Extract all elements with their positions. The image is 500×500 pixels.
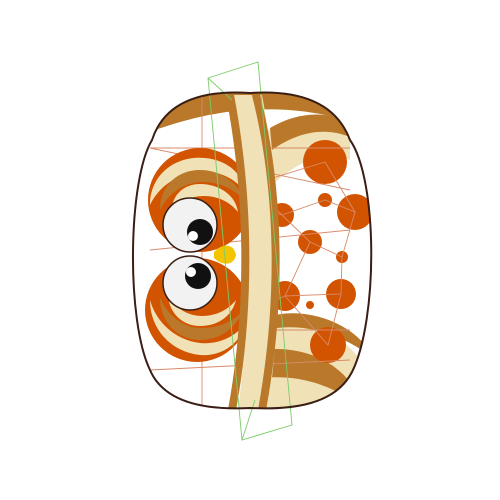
top-eye — [148, 148, 252, 253]
top-eye-cream-crescent — [150, 157, 248, 205]
top-eye-inner-arc — [172, 184, 238, 212]
bead-outline — [132, 91, 373, 410]
top-right-brown-stripe — [270, 114, 356, 150]
bead-pattern — [140, 92, 372, 409]
bottom-eye-cream-crescent — [150, 300, 248, 356]
bottom-eye — [145, 255, 249, 362]
bottom-eye-brown-crescent — [160, 298, 242, 340]
top-eye-highlight — [188, 231, 198, 241]
bottom-inner-stripe — [265, 313, 365, 352]
bottom-eye-inner-arc — [168, 296, 236, 326]
center-stripe-left — [226, 92, 250, 409]
construction-lines-green — [207, 61, 293, 441]
top-eye-brown-crescent — [160, 170, 242, 210]
bottom-brown-band — [262, 349, 352, 400]
bottom-eye-highlight — [186, 267, 196, 277]
dot — [306, 301, 314, 309]
